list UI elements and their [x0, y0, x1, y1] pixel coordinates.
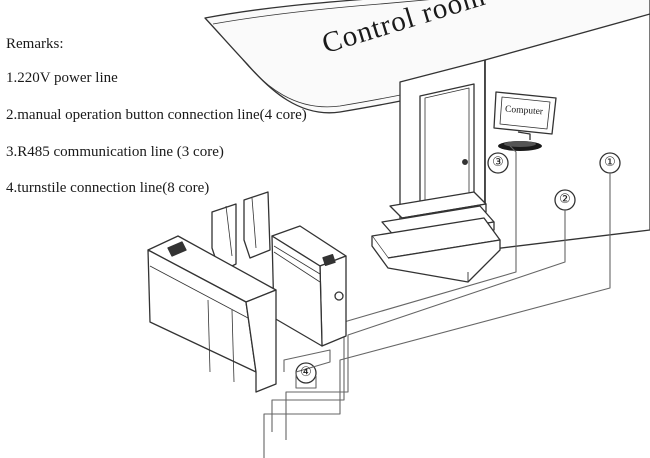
cable-power-line — [263, 173, 611, 458]
callout-1: ① — [604, 155, 616, 170]
remark-button-line: 2.manual operation button connection lin… — [6, 107, 307, 123]
computer-monitor — [493, 91, 557, 151]
remark-power-line: 1.220V power line — [6, 70, 118, 86]
callout-3: ③ — [492, 155, 504, 170]
callout-2: ② — [559, 192, 571, 207]
callout-4: ④ — [300, 365, 312, 380]
cable-turnstile-line — [283, 349, 331, 389]
remarks-heading: Remarks: — [6, 36, 64, 52]
turnstile-wings — [211, 191, 271, 273]
remark-rs485-line: 3.R485 communication line (3 core) — [6, 144, 224, 160]
control-room-steps — [371, 191, 501, 283]
turnstile-left-cabinet — [147, 235, 277, 393]
remark-turnstile-line: 4.turnstile connection line(8 core) — [6, 180, 210, 196]
turnstile-right-cabinet — [271, 225, 347, 347]
callout-circle-3 — [487, 152, 509, 174]
